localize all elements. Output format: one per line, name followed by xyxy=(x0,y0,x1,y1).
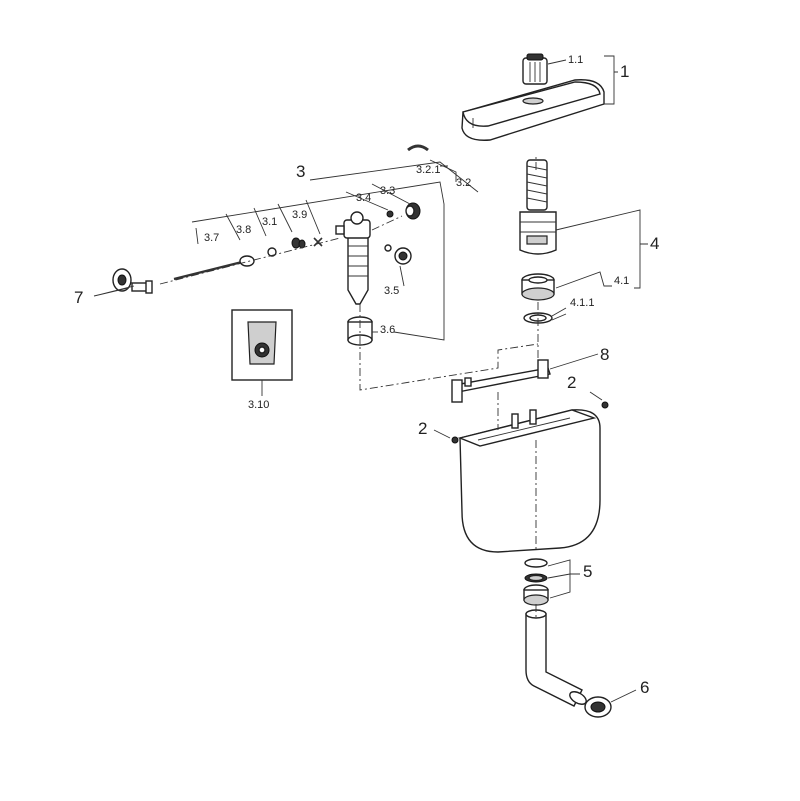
part-screw-right xyxy=(601,401,609,409)
part-cover-lid xyxy=(461,79,605,141)
label-part-3-3: 3.3 xyxy=(380,185,396,197)
part-seal-ring-4-1 xyxy=(521,273,555,301)
label-part-2-right: 2 xyxy=(567,373,577,392)
part-flush-button xyxy=(522,53,548,85)
part-small-parts-3-1-3-9 xyxy=(267,237,323,257)
part-bracket xyxy=(451,359,551,403)
label-part-3-5: 3.5 xyxy=(384,285,400,297)
label-part-7: 7 xyxy=(74,288,84,307)
label-part-3-4: 3.4 xyxy=(356,192,372,204)
label-part-3-9: 3.9 xyxy=(292,209,308,221)
label-part-1-1: 1.1 xyxy=(568,54,584,66)
label-part-8: 8 xyxy=(600,345,610,364)
label-part-3-10: 3.10 xyxy=(248,399,270,411)
label-part-3-2-1: 3.2.1 xyxy=(416,164,441,176)
label-part-4-1: 4.1 xyxy=(614,275,630,287)
part-washer-3-4 xyxy=(386,210,394,218)
label-part-3-2: 3.2 xyxy=(456,177,472,189)
label-part-6: 6 xyxy=(640,678,650,697)
part-clip-3-2-1 xyxy=(407,144,429,152)
part-float-rod-3-7 xyxy=(173,255,255,281)
part-valve-nut-3-3 xyxy=(405,202,421,220)
part-seal-set xyxy=(523,558,549,606)
label-part-3-8: 3.8 xyxy=(236,224,252,236)
label-part-3-6: 3.6 xyxy=(380,324,396,336)
part-cistern-tank xyxy=(457,409,601,553)
label-part-4: 4 xyxy=(650,234,660,253)
label-part-3-1: 3.1 xyxy=(262,216,278,228)
label-part-5: 5 xyxy=(583,562,593,581)
part-filter-3-5 xyxy=(384,244,412,265)
part-connector-7 xyxy=(112,268,153,294)
label-part-3: 3 xyxy=(296,162,306,181)
label-part-3-7: 3.7 xyxy=(204,232,220,244)
part-flush-valve xyxy=(519,159,557,255)
label-part-4-1-1: 4.1.1 xyxy=(570,297,595,309)
label-part-2-left: 2 xyxy=(418,419,428,438)
part-kit-box-3-10 xyxy=(231,309,293,381)
part-fill-valve xyxy=(335,211,371,305)
part-flush-pipe xyxy=(525,609,587,707)
label-part-1: 1 xyxy=(620,62,630,81)
part-pipe-seal xyxy=(584,696,612,718)
part-screw-left xyxy=(451,436,459,444)
